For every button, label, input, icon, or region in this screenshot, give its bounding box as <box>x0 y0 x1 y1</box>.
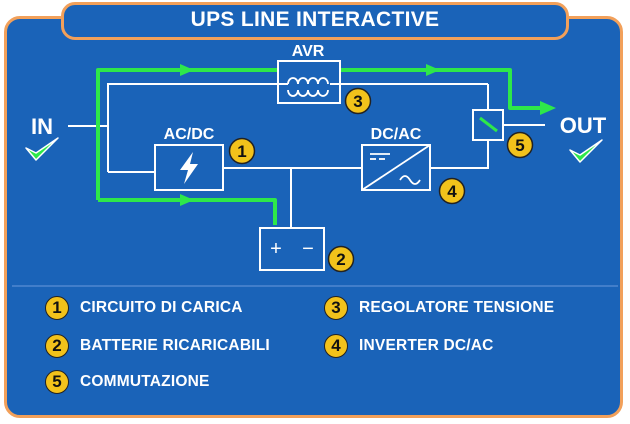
title-tab <box>61 2 569 40</box>
acdc-box <box>154 144 224 191</box>
legend-text-1: CIRCUITO DI CARICA <box>80 299 243 316</box>
legend-badge-5: 5 <box>45 370 69 394</box>
power-flow-path <box>96 68 540 225</box>
legend-item-2: 2 BATTERIE RICARICABILI <box>45 332 270 360</box>
legend-badge-3: 3 <box>324 296 348 320</box>
battery-minus-symbol: − <box>302 238 314 260</box>
label-out: OUT <box>560 113 607 138</box>
legend-text-3: REGOLATORE TENSIONE <box>359 299 555 316</box>
flow-arrows <box>180 64 556 206</box>
legend-item-5: 5 COMMUTAZIONE <box>45 368 210 396</box>
legend-item-4: 4 INVERTER DC/AC <box>324 332 494 360</box>
legend-badge-1: 1 <box>45 296 69 320</box>
lightning-icon <box>180 152 198 184</box>
badge-switch: 5 <box>515 136 524 155</box>
flow-arrow-top-left <box>180 64 194 76</box>
switch-lever-icon <box>479 116 498 133</box>
legend-badge-2: 2 <box>45 334 69 358</box>
legend-text-4: INVERTER DC/AC <box>359 337 494 354</box>
battery-plus-symbol: + <box>270 238 282 260</box>
in-check-icon <box>25 137 59 161</box>
badge-dcac: 4 <box>447 182 457 201</box>
badge-avr: 3 <box>353 92 362 111</box>
legend-text-2: BATTERIE RICARICABILI <box>80 337 270 354</box>
legend-item-1: 1 CIRCUITO DI CARICA <box>45 294 243 322</box>
avr-box <box>277 60 341 104</box>
flow-arrow-bottom <box>180 194 194 206</box>
dcac-box <box>361 144 431 191</box>
label-dcac: DC/AC <box>371 126 422 143</box>
circuit-wires <box>68 83 545 228</box>
label-acdc: AC/DC <box>164 126 215 143</box>
badge-circles <box>228 87 534 273</box>
page-title: UPS LINE INTERACTIVE <box>190 8 440 31</box>
out-check-icon <box>569 139 603 163</box>
battery-box <box>259 227 325 271</box>
badge-acdc: 1 <box>237 142 246 161</box>
coil-icon <box>287 77 329 85</box>
badge-battery: 2 <box>336 250 345 269</box>
legend-text-5: COMMUTAZIONE <box>80 373 210 390</box>
label-in: IN <box>31 114 53 139</box>
legend-badge-4: 4 <box>324 334 348 358</box>
ac-wave-icon <box>399 175 421 185</box>
flow-arrow-top-right <box>426 64 440 76</box>
flow-arrow-out <box>540 101 556 115</box>
switch-box <box>472 109 504 141</box>
label-avr: AVR <box>292 43 325 60</box>
legend-item-3: 3 REGOLATORE TENSIONE <box>324 294 554 322</box>
